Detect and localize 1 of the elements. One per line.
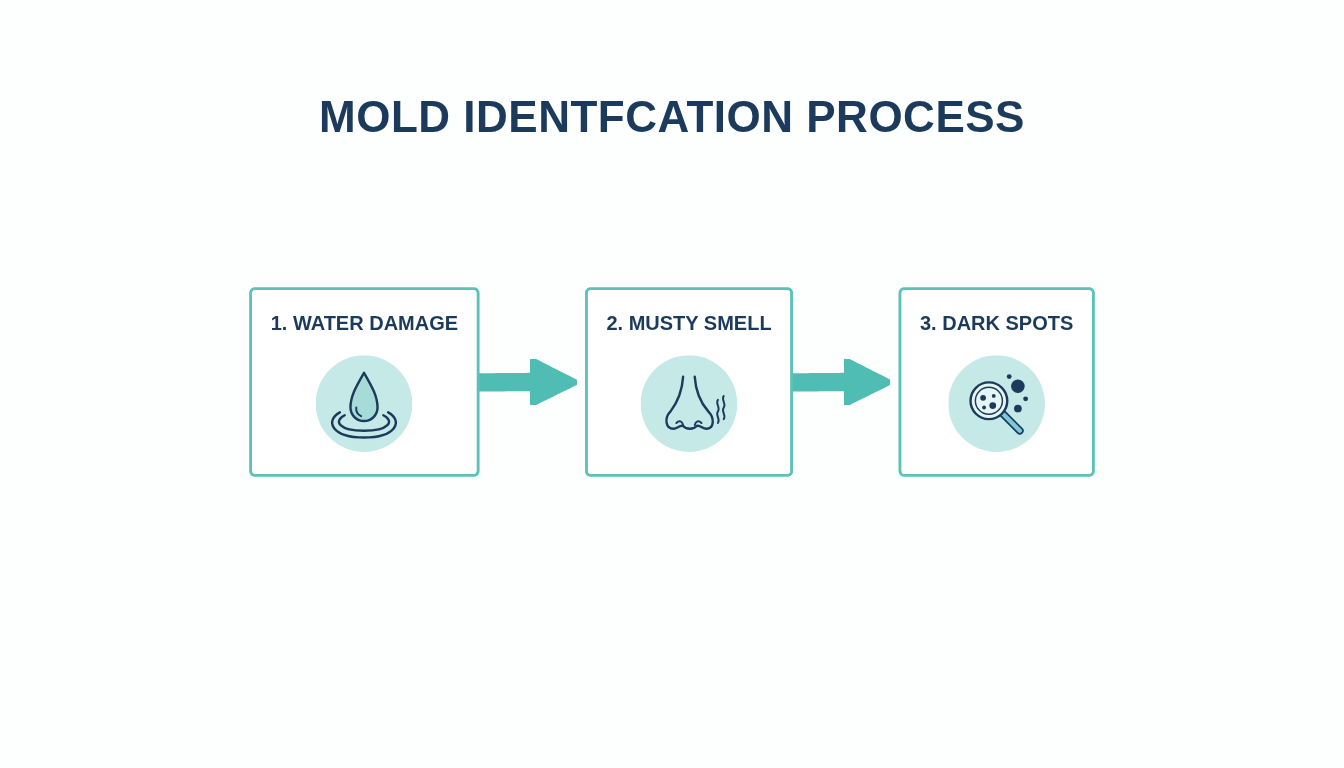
title: MOLD IDENTFCATION PROCESS (319, 92, 1025, 142)
